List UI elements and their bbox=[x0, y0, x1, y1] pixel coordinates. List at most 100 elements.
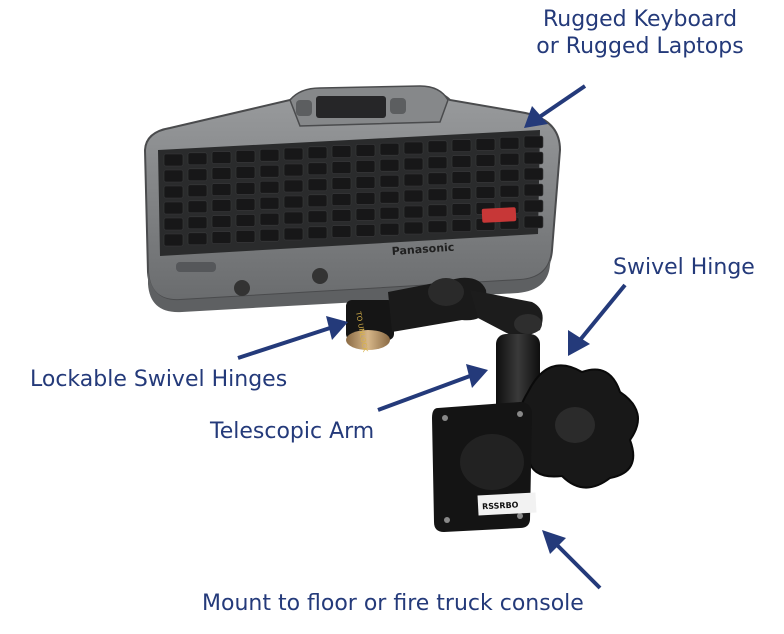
keyboard-key bbox=[523, 183, 544, 197]
keyboard-key bbox=[187, 200, 208, 214]
label-mount: Mount to floor or fire truck console bbox=[202, 591, 584, 616]
keyboard-key bbox=[475, 138, 496, 151]
keyboard-key bbox=[211, 167, 232, 180]
keyboard-key bbox=[379, 158, 400, 172]
keyboard-key bbox=[163, 169, 184, 183]
keyboard-key bbox=[523, 167, 544, 181]
keyboard-key bbox=[331, 177, 352, 190]
keyboard-key bbox=[163, 185, 184, 199]
keyboard-key bbox=[379, 222, 400, 236]
keyboard-key bbox=[427, 140, 448, 154]
keyboard-key bbox=[403, 205, 424, 219]
keyboard-key bbox=[235, 214, 256, 227]
keyboard-key bbox=[235, 198, 256, 211]
keyboard-key bbox=[307, 178, 328, 192]
callout-arrows bbox=[237, 84, 627, 590]
keyboard-key bbox=[235, 182, 256, 195]
keyboard-key bbox=[403, 189, 424, 203]
keyboard-key bbox=[355, 224, 376, 237]
plate-sticker bbox=[477, 492, 537, 516]
keyboard-key bbox=[475, 186, 496, 199]
keyboard-key bbox=[451, 187, 472, 200]
keyboard-key bbox=[523, 215, 544, 229]
keyboard-key bbox=[475, 170, 496, 183]
keyboard-key bbox=[331, 161, 352, 174]
label-lockable-swivel-hinges: Lockable Swivel Hinges bbox=[30, 367, 288, 392]
keyboard-key bbox=[283, 147, 304, 161]
brand-logo-text: Panasonic bbox=[391, 241, 454, 258]
keyboard-key bbox=[211, 231, 232, 244]
keyboard-key bbox=[379, 206, 400, 220]
keyboard-key bbox=[187, 216, 208, 230]
keyboard-key bbox=[355, 176, 376, 189]
keyboard-key bbox=[163, 201, 184, 215]
keyboard-key bbox=[523, 151, 544, 165]
arrow-keyboard bbox=[524, 84, 587, 128]
keyboard-key bbox=[523, 199, 544, 213]
keyboard-key bbox=[523, 135, 544, 149]
keyboard-key bbox=[499, 136, 520, 150]
keyboard-key bbox=[451, 139, 472, 152]
label-rugged-keyboard: Rugged Keyboard or Rugged Laptops bbox=[510, 6, 770, 60]
keyboard-key bbox=[259, 196, 280, 210]
keyboard-key bbox=[211, 199, 232, 212]
keyboard-key bbox=[379, 190, 400, 204]
keyboard-key bbox=[451, 171, 472, 184]
keyboard-key bbox=[451, 219, 472, 232]
keyboard-key bbox=[427, 172, 448, 186]
keyboard-key bbox=[163, 217, 184, 231]
keyboard-key bbox=[427, 204, 448, 218]
plate-brand-text: RSSRBO bbox=[482, 500, 519, 511]
keyboard-key bbox=[307, 162, 328, 176]
keyboard-key bbox=[259, 148, 280, 162]
keyboard-key bbox=[259, 212, 280, 226]
brass-hinge bbox=[346, 330, 390, 350]
keyboard-key bbox=[163, 153, 184, 167]
keyboard-key bbox=[499, 168, 520, 182]
emergency-key bbox=[481, 207, 517, 223]
keyboard-key bbox=[283, 195, 304, 209]
keyboard-key bbox=[427, 188, 448, 202]
keyboard-key bbox=[283, 227, 304, 241]
keyboard-key bbox=[379, 142, 400, 156]
keyboard-key bbox=[403, 221, 424, 235]
keyboard-key bbox=[331, 145, 352, 158]
keyboard-key bbox=[187, 168, 208, 182]
keyboard-key bbox=[283, 163, 304, 177]
arrow-lockable-hinge bbox=[237, 316, 348, 360]
swivel-arm-assembly: TO UNLOCK RSSRBO bbox=[346, 277, 639, 532]
keyboard-key bbox=[355, 144, 376, 157]
touchpad bbox=[316, 96, 386, 118]
keyboard-key bbox=[355, 160, 376, 173]
keyboard-key bbox=[403, 141, 424, 155]
keyboard-key bbox=[187, 152, 208, 166]
keyboard-key bbox=[235, 150, 256, 163]
keyboard-key bbox=[307, 226, 328, 240]
keyboard-key bbox=[211, 183, 232, 196]
keyboard-key bbox=[403, 157, 424, 171]
keyboard-key bbox=[259, 180, 280, 194]
keyboard-key bbox=[307, 210, 328, 224]
keyboard-key bbox=[499, 184, 520, 198]
keyboard-key bbox=[475, 154, 496, 167]
keyboard-key bbox=[187, 232, 208, 246]
label-keyboard-line2: or Rugged Laptops bbox=[536, 34, 744, 59]
keyboard-key bbox=[163, 233, 184, 247]
keyboard-key bbox=[331, 193, 352, 206]
keyboard-key bbox=[283, 211, 304, 225]
rugged-keyboard: Panasonic bbox=[143, 85, 562, 313]
keyboard-key bbox=[211, 215, 232, 228]
arrow-mount bbox=[542, 530, 602, 590]
arrow-swivel-hinge bbox=[568, 283, 627, 356]
keyboard-key bbox=[235, 230, 256, 243]
keyboard-key bbox=[379, 174, 400, 188]
keyboard-key bbox=[355, 192, 376, 205]
label-keyboard-line1: Rugged Keyboard bbox=[542, 7, 738, 32]
keyboard-key bbox=[187, 184, 208, 198]
keyboard-key bbox=[427, 220, 448, 234]
keyboard-key bbox=[427, 156, 448, 170]
keyboard-key bbox=[259, 228, 280, 242]
label-telescopic-arm: Telescopic Arm bbox=[210, 419, 375, 444]
